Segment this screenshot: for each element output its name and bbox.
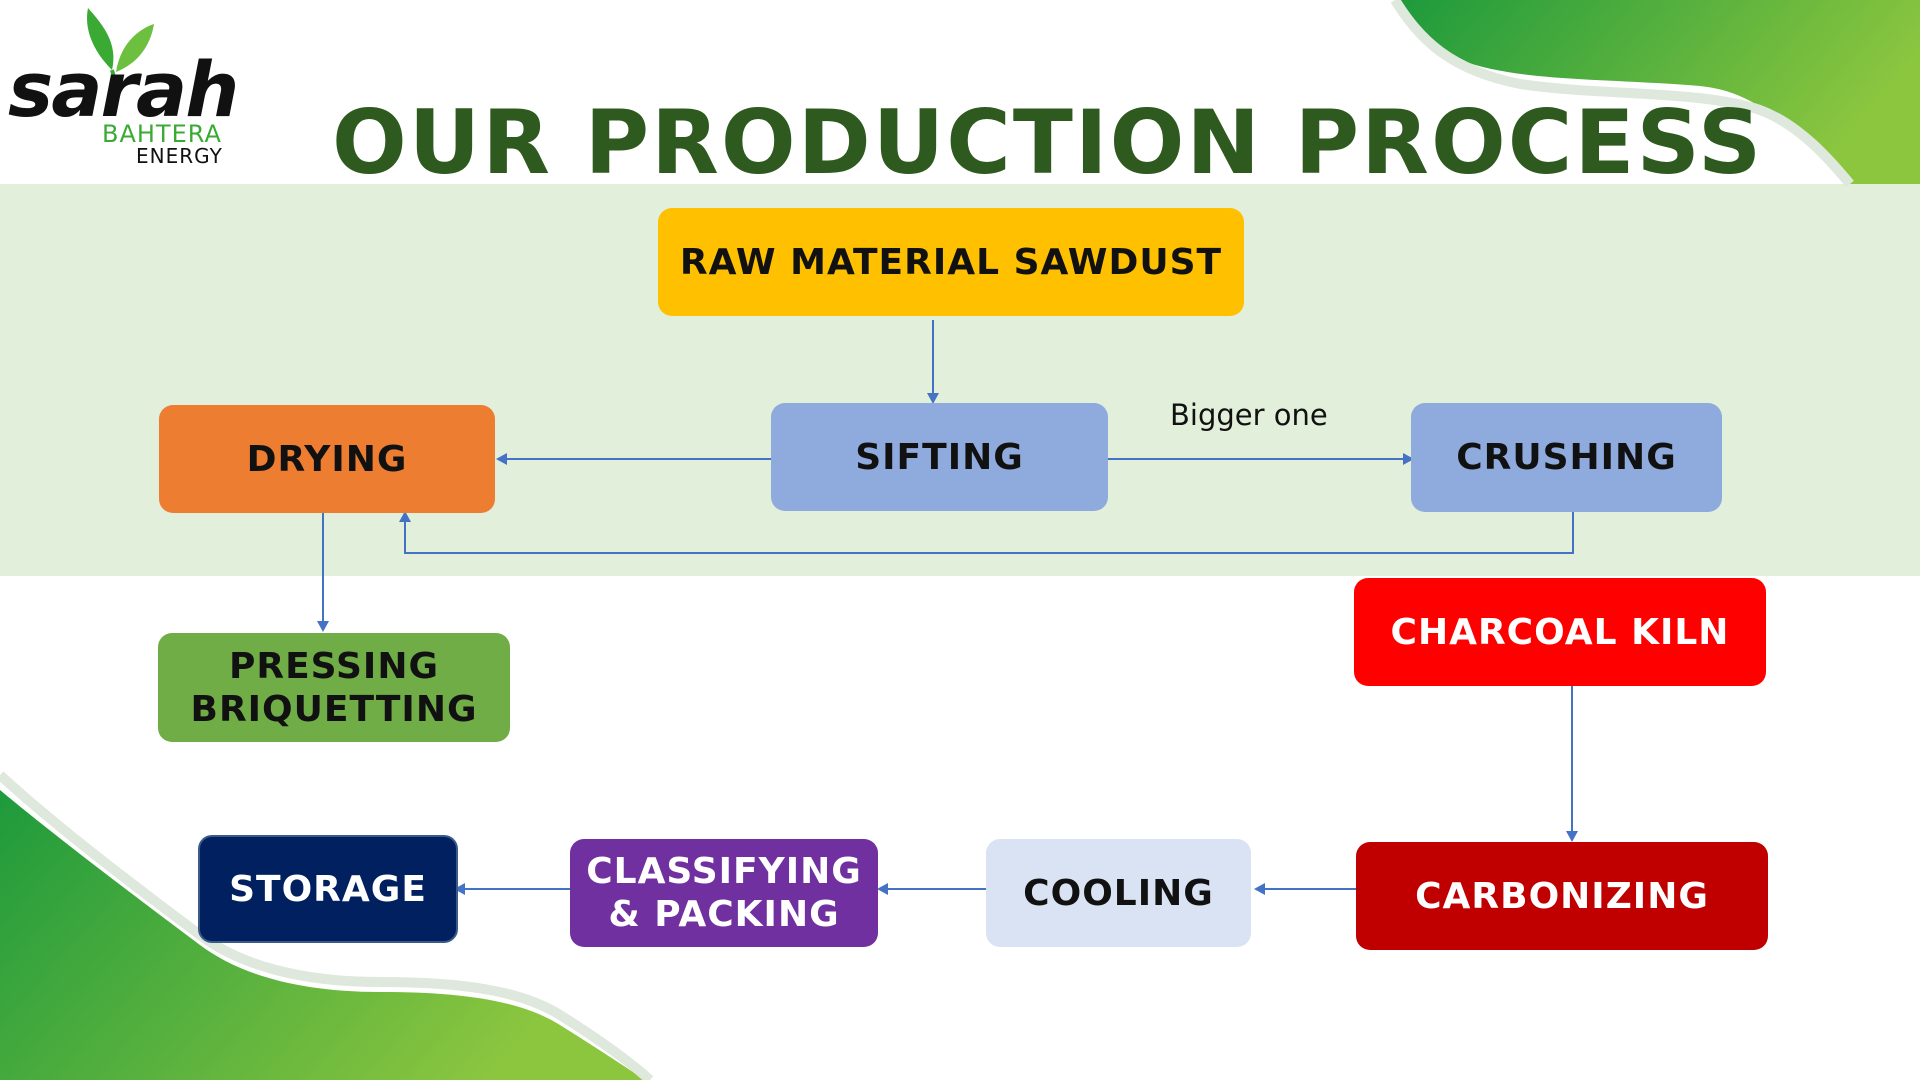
bottom-left-swoosh <box>0 790 645 1080</box>
edge-label-bigger-one: Bigger one <box>1170 398 1328 432</box>
arrow-crushing-to-drying <box>404 512 1574 554</box>
node-carbonizing: CARBONIZING <box>1356 842 1768 950</box>
node-charcoal-kiln: CHARCOAL KILN <box>1354 578 1766 686</box>
node-crushing: CRUSHING <box>1411 403 1722 512</box>
node-cooling: COOLING <box>986 839 1251 947</box>
arrowhead-carbonizing <box>1566 831 1578 842</box>
logo-line1: BAHTERA <box>102 120 222 148</box>
arrowhead-cooling <box>1254 883 1265 895</box>
arrowhead-crushing <box>1403 453 1414 465</box>
arrowhead-storage <box>454 883 465 895</box>
page-title: OUR PRODUCTION PROCESS <box>332 91 1764 194</box>
arrowhead-sifting <box>927 393 939 404</box>
logo-line2: ENERGY <box>136 144 223 168</box>
arrowhead-pressing <box>317 621 329 632</box>
arrowhead-drying <box>496 453 507 465</box>
node-sifting: SIFTING <box>771 403 1108 511</box>
node-classifying-packing: CLASSIFYING & PACKING <box>570 839 878 947</box>
logo-brand: sarah <box>8 45 239 134</box>
node-raw-material: RAW MATERIAL SAWDUST <box>658 208 1244 316</box>
arrowhead-drying-return <box>399 511 411 522</box>
bottom-left-swoosh-outline <box>0 771 654 1080</box>
leaf-icon <box>87 8 154 91</box>
node-storage: STORAGE <box>198 835 458 943</box>
node-pressing-briquetting: PRESSING BRIQUETTING <box>158 633 510 742</box>
top-right-swoosh-outline <box>1390 0 1854 188</box>
arrowhead-classifying <box>877 883 888 895</box>
top-right-swoosh <box>1400 0 1920 184</box>
node-drying: DRYING <box>159 405 495 513</box>
